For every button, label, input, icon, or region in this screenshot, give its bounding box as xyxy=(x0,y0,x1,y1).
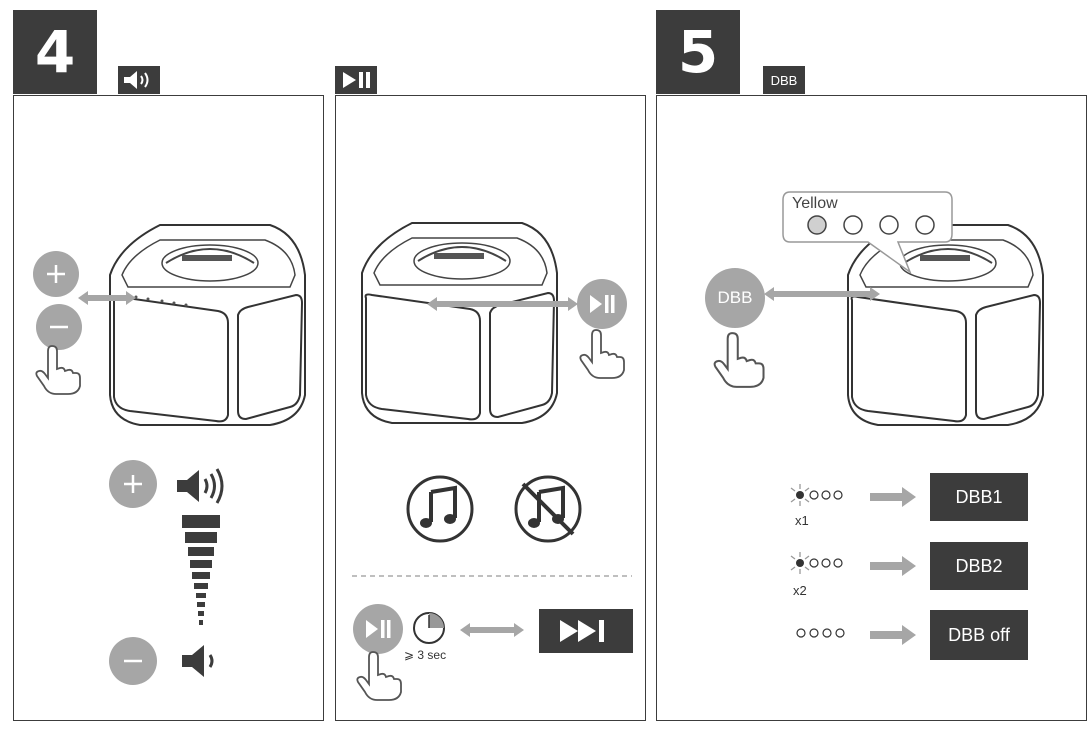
led-all-off-icon xyxy=(796,628,845,638)
led-blink-once-icon xyxy=(790,484,843,506)
mode-arrow xyxy=(870,556,916,576)
speaker-image xyxy=(109,224,306,426)
speaker-quiet-icon xyxy=(182,645,214,677)
volume-down-button[interactable] xyxy=(36,304,82,350)
volume-up-indicator xyxy=(109,460,157,508)
led-popup-callout xyxy=(782,191,953,275)
hand-pointer-icon xyxy=(713,332,765,388)
skip-next-icon xyxy=(560,620,604,642)
section-divider xyxy=(352,575,632,577)
hand-pointer-icon xyxy=(579,329,625,379)
dbb-button[interactable]: DBB xyxy=(705,268,765,328)
volume-level-bars xyxy=(182,515,220,625)
minus-icon xyxy=(124,659,142,663)
speaker-loud-icon xyxy=(177,468,224,504)
led-blink-twice-icon xyxy=(790,552,843,574)
press-count-label: x2 xyxy=(793,583,807,598)
press-count-label: x1 xyxy=(795,513,809,528)
dbb-tab-label: DBB xyxy=(770,72,798,88)
plus-icon xyxy=(47,265,65,283)
volume-tab xyxy=(118,66,160,94)
play-pause-icon xyxy=(590,295,615,313)
music-note-icon xyxy=(406,475,474,543)
speaker-image xyxy=(847,224,1044,426)
popup-led-row xyxy=(807,215,935,235)
dbb-off-result: DBB off xyxy=(930,610,1028,660)
dbb2-result: DBB2 xyxy=(930,542,1028,590)
hold-duration-label: ⩾ 3 sec xyxy=(404,648,447,662)
volume-down-indicator xyxy=(109,637,157,685)
music-off-icon xyxy=(514,475,582,543)
play-pause-button[interactable] xyxy=(577,279,627,329)
volume-up-button[interactable] xyxy=(33,251,79,297)
play-pause-double-arrow xyxy=(427,297,578,311)
dbb-tab: DBB xyxy=(763,66,805,94)
play-pause-icon xyxy=(343,72,370,88)
hand-pointer-icon xyxy=(356,651,402,701)
play-pause-icon xyxy=(366,620,391,638)
volume-double-arrow xyxy=(78,291,136,305)
skip-next-box xyxy=(539,609,633,653)
skip-double-arrow xyxy=(460,623,524,637)
play-pause-hold-button[interactable] xyxy=(353,604,403,654)
step-4-number: 4 xyxy=(13,10,97,94)
mode-arrow xyxy=(870,487,916,507)
plus-icon xyxy=(124,475,142,493)
speaker-volume-icon xyxy=(124,71,149,89)
hand-pointer-icon xyxy=(35,345,81,395)
dbb1-result: DBB1 xyxy=(930,473,1028,521)
popup-color-label: Yellow xyxy=(792,195,838,212)
mode-arrow xyxy=(870,625,916,645)
timer-icon xyxy=(413,612,445,644)
dbb-double-arrow xyxy=(764,287,880,301)
speaker-image xyxy=(361,222,558,424)
step-5-number: 5 xyxy=(656,10,740,94)
play-pause-tab xyxy=(335,66,377,94)
minus-icon xyxy=(50,325,68,329)
